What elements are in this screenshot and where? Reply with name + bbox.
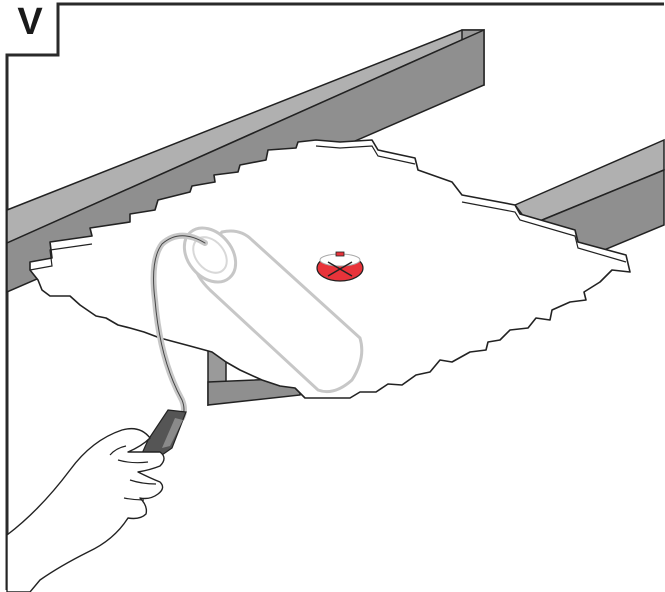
step-label: V (8, 2, 52, 42)
red-cross-marker-icon (317, 252, 363, 281)
hand-icon (7, 429, 164, 592)
